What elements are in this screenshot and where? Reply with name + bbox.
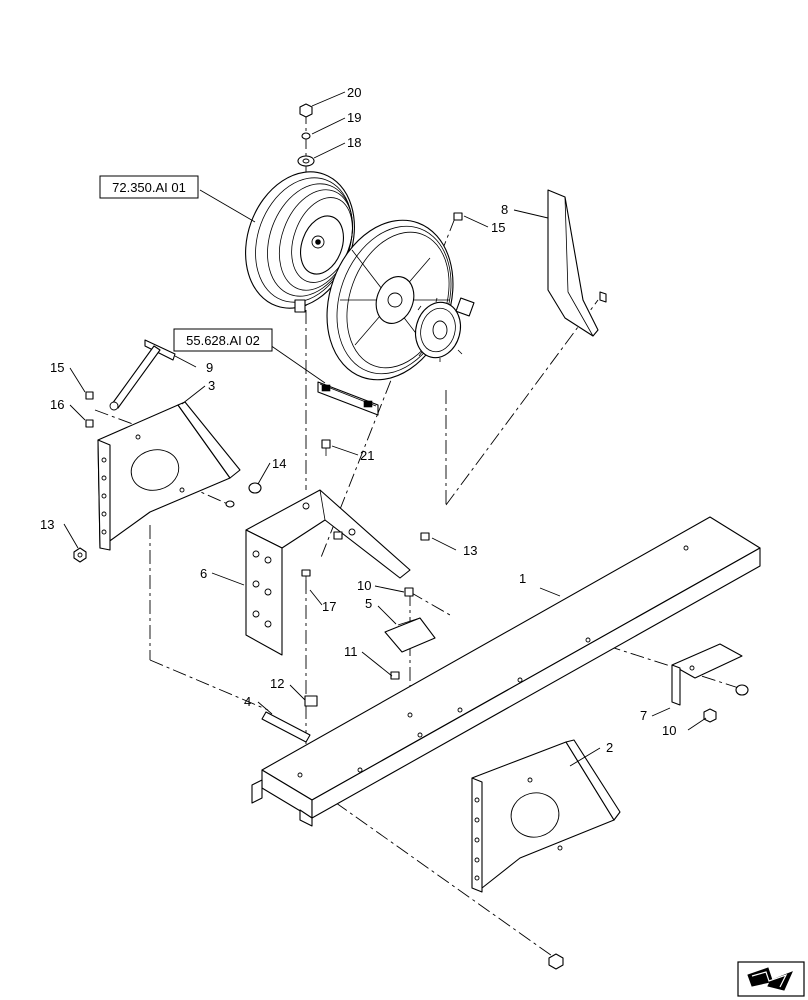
part-17-bolt <box>301 569 311 590</box>
part-55-628-sensor-mount <box>317 381 379 456</box>
callout-17: 17 <box>322 599 336 614</box>
callout-13-left: 13 <box>40 517 54 532</box>
callout-10-right: 10 <box>662 723 676 738</box>
callout-12: 12 <box>270 676 284 691</box>
leader-lines <box>63 91 707 767</box>
reference-72-350-label: 72.350.AI 01 <box>112 180 186 195</box>
part-11-bolt <box>390 671 400 680</box>
callout-3: 3 <box>208 378 215 393</box>
part-9-rod <box>109 339 176 411</box>
callout-15-left: 15 <box>50 360 64 375</box>
part-2-bracket <box>471 739 621 893</box>
callout-numbers: 20 19 18 8 15 9 15 3 16 21 14 13 13 6 1 … <box>40 85 676 755</box>
part-15-bolt-right <box>453 212 463 221</box>
callout-18: 18 <box>347 135 361 150</box>
callout-7: 7 <box>640 708 647 723</box>
callout-21: 21 <box>360 448 374 463</box>
reference-55-628-label: 55.628.AI 02 <box>186 333 260 348</box>
callout-1: 1 <box>519 571 526 586</box>
next-page-arrow-icon[interactable] <box>737 961 805 997</box>
reference-72-350[interactable]: 72.350.AI 01 <box>99 175 199 199</box>
callout-9: 9 <box>206 360 213 375</box>
callout-8: 8 <box>501 202 508 217</box>
reference-55-628[interactable]: 55.628.AI 02 <box>173 328 273 352</box>
callout-2: 2 <box>606 740 613 755</box>
part-5-bracket <box>384 587 436 653</box>
callout-4: 4 <box>244 694 251 709</box>
callout-11: 11 <box>344 644 358 659</box>
bottom-nut <box>548 953 564 970</box>
drive-pulley-assembly <box>326 219 475 381</box>
part-3-bracket <box>97 401 241 551</box>
callout-16: 16 <box>50 397 64 412</box>
clutch-pulley-assembly <box>245 171 355 313</box>
part-1-frame-channel <box>251 516 761 827</box>
part-14-pin <box>225 482 262 508</box>
part-6-bracket <box>245 489 411 656</box>
callout-13-center: 13 <box>463 543 477 558</box>
part-7-bracket <box>671 643 749 723</box>
part-15-16-bolts-left <box>85 391 94 428</box>
callout-14: 14 <box>272 456 286 471</box>
fastener-stack-18-20 <box>297 103 315 167</box>
callout-10-center: 10 <box>357 578 371 593</box>
part-8-shield <box>547 189 607 337</box>
part-13-bolt-center <box>333 531 430 541</box>
callout-6: 6 <box>200 566 207 581</box>
callout-5: 5 <box>365 596 372 611</box>
part-4-strap <box>261 695 318 743</box>
part-13-nut-left <box>73 547 87 563</box>
callout-19: 19 <box>347 110 361 125</box>
callout-15-right: 15 <box>491 220 505 235</box>
callout-20: 20 <box>347 85 361 100</box>
